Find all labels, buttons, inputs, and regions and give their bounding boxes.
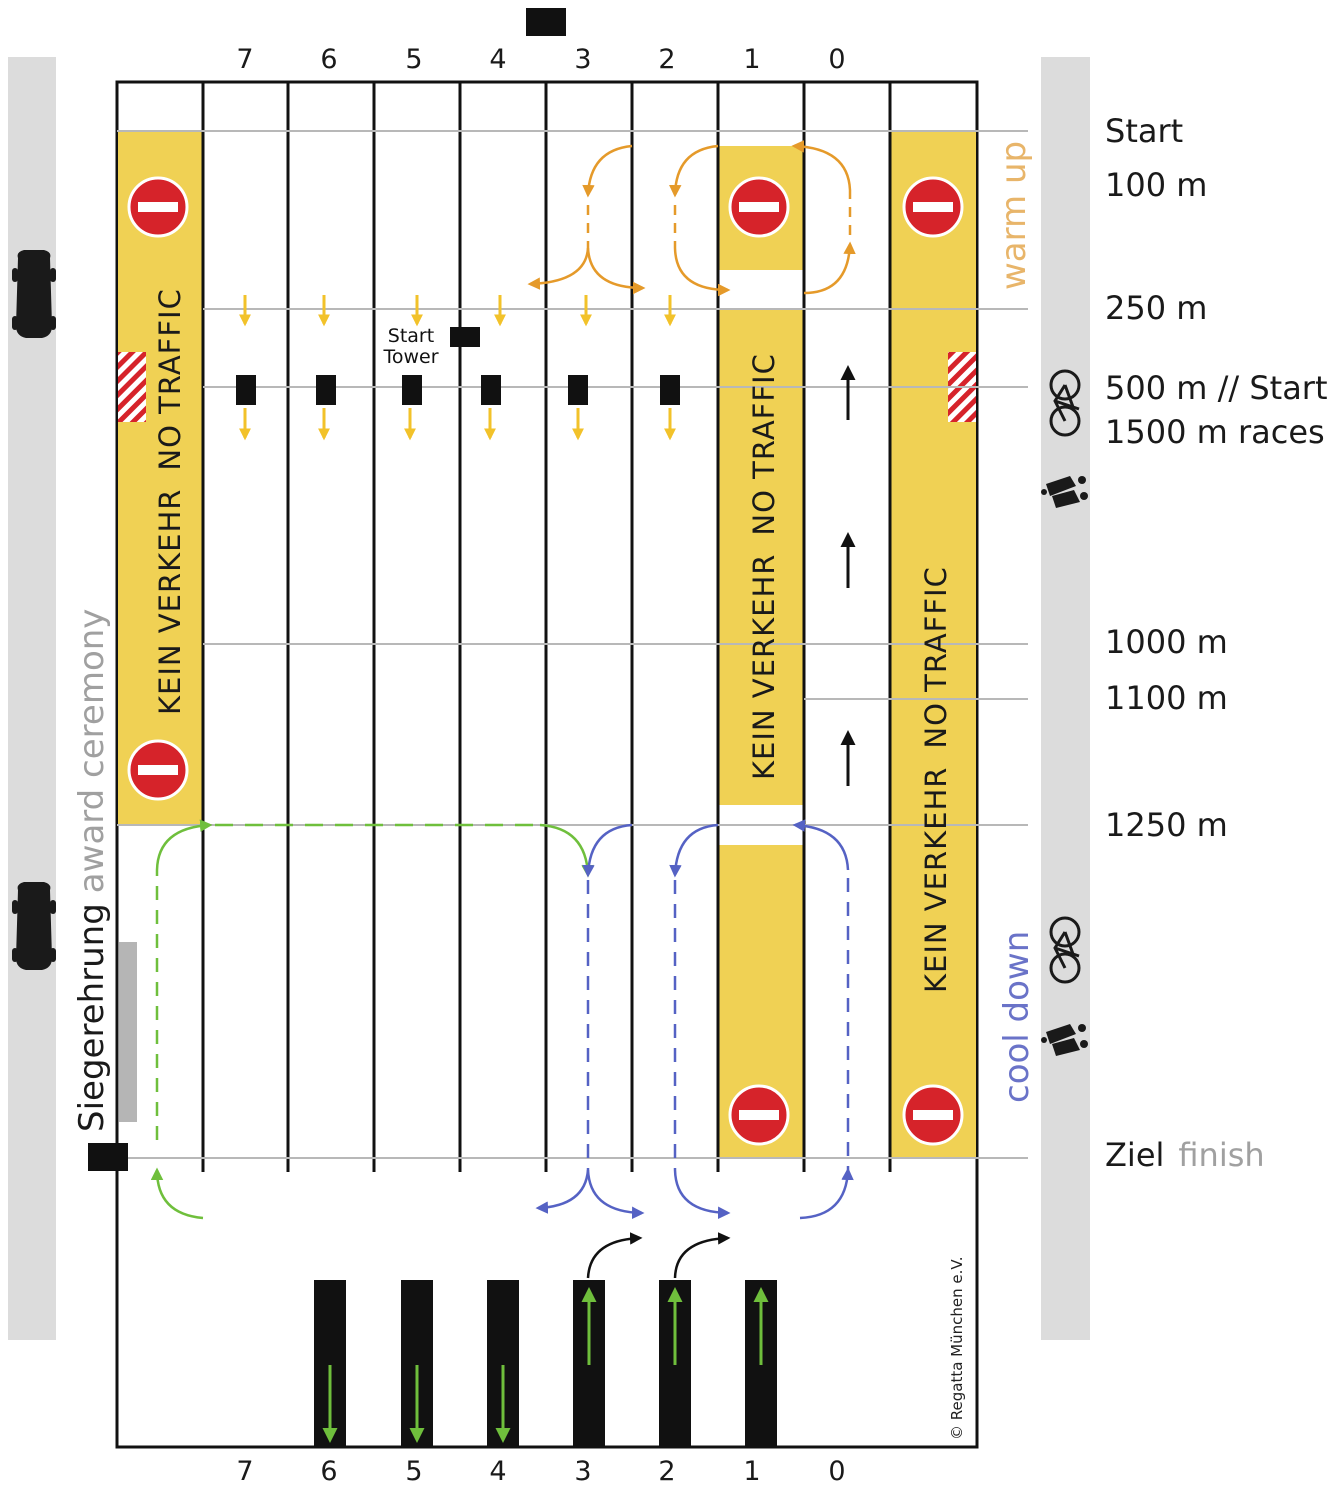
- lane-number-bottom: 5: [405, 1456, 422, 1487]
- lane-number-bottom: 7: [236, 1456, 253, 1487]
- lane-number-bottom: 4: [489, 1456, 506, 1487]
- no-traffic-zone-left: [118, 131, 202, 825]
- distance-label-250m: 250 m: [1105, 289, 1207, 327]
- start-pontoon-icon: [402, 375, 422, 405]
- warm-up-route: [527, 140, 856, 297]
- lane-numbers-bottom: 7 6 5 4 3 2 1 0: [236, 1456, 845, 1487]
- boat-slip-arrows: [322, 1287, 769, 1443]
- buoy-marker-left: [118, 352, 146, 422]
- award-ceremony-label: Siegerehrungaward ceremony: [72, 609, 112, 1132]
- lane-numbers-top: 7 6 5 4 3 2 1 0: [236, 44, 845, 75]
- finish-tower-icon: [88, 1143, 128, 1171]
- lane-number-bottom: 2: [658, 1456, 675, 1487]
- start-pontoon-icon: [526, 8, 566, 36]
- warm-up-label: warm up: [994, 141, 1034, 290]
- lane-number-top: 3: [574, 44, 591, 75]
- start-tower-label: Tower: [382, 346, 438, 368]
- lane-number-top: 5: [405, 44, 422, 75]
- lane-number-top: 2: [658, 44, 675, 75]
- lane-number-top: 1: [743, 44, 760, 75]
- start-pontoon-icon: [568, 375, 588, 405]
- road-left: [8, 57, 56, 1340]
- car-icon: [12, 882, 56, 970]
- distance-label-500m: 500 m // Start: [1105, 369, 1328, 407]
- lane-number-bottom: 0: [828, 1456, 845, 1487]
- start-tower-icon: [450, 327, 480, 347]
- zone-label-lane1: KEIN VERKEHRNO TRAFFIC: [747, 353, 781, 780]
- lane-number-bottom: 1: [743, 1456, 760, 1487]
- distance-label-1000m: 1000 m: [1105, 623, 1228, 661]
- no-entry-icon: [127, 176, 189, 238]
- start-pontoon-icon: [236, 375, 256, 405]
- lane-approach-arrows: [239, 295, 676, 441]
- cool-down-label: cool down: [997, 931, 1037, 1103]
- distance-labels: Start 100 m 250 m 500 m // Start 1500 m …: [1105, 112, 1328, 1174]
- award-pontoon: [119, 942, 137, 1122]
- distance-label-start: Start: [1105, 112, 1183, 150]
- distance-label-1500m-races: 1500 m races: [1105, 413, 1325, 451]
- lane-number-bottom: 3: [574, 1456, 591, 1487]
- zone-label-right: KEIN VERKEHRNO TRAFFIC: [919, 566, 953, 993]
- zone-label-left: KEIN VERKEHRNO TRAFFIC: [153, 288, 187, 715]
- start-pontoon-icon: [660, 375, 680, 405]
- lane-number-top: 7: [236, 44, 253, 75]
- car-icon: [12, 250, 56, 338]
- start-pontoons-500m: [236, 375, 680, 405]
- no-entry-icon: [728, 1084, 790, 1146]
- no-traffic-zone-lane1-mid: [718, 310, 803, 805]
- lane-dividers: [201, 82, 892, 1172]
- road-right: [1041, 57, 1090, 1340]
- no-entry-icon: [902, 1084, 964, 1146]
- lane-number-top: 4: [489, 44, 506, 75]
- no-entry-icon: [902, 176, 964, 238]
- start-pontoon-icon: [316, 375, 336, 405]
- no-entry-icon: [728, 176, 790, 238]
- distance-label-100m: 100 m: [1105, 166, 1207, 204]
- cool-down-route: [535, 819, 854, 1220]
- lane-number-top: 6: [320, 44, 337, 75]
- return-arrows: [586, 1232, 731, 1279]
- distance-label-1250m: 1250 m: [1105, 806, 1228, 844]
- lane-number-bottom: 6: [320, 1456, 337, 1487]
- start-pontoon-icon: [481, 375, 501, 405]
- lane-number-top: 0: [828, 44, 845, 75]
- distance-label-1100m: 1100 m: [1105, 679, 1228, 717]
- copyright-credit: © Regatta München e.V.: [948, 1257, 966, 1441]
- start-tower-label: Start: [388, 325, 434, 347]
- distance-lines: [117, 130, 1028, 1159]
- no-entry-icon: [127, 739, 189, 801]
